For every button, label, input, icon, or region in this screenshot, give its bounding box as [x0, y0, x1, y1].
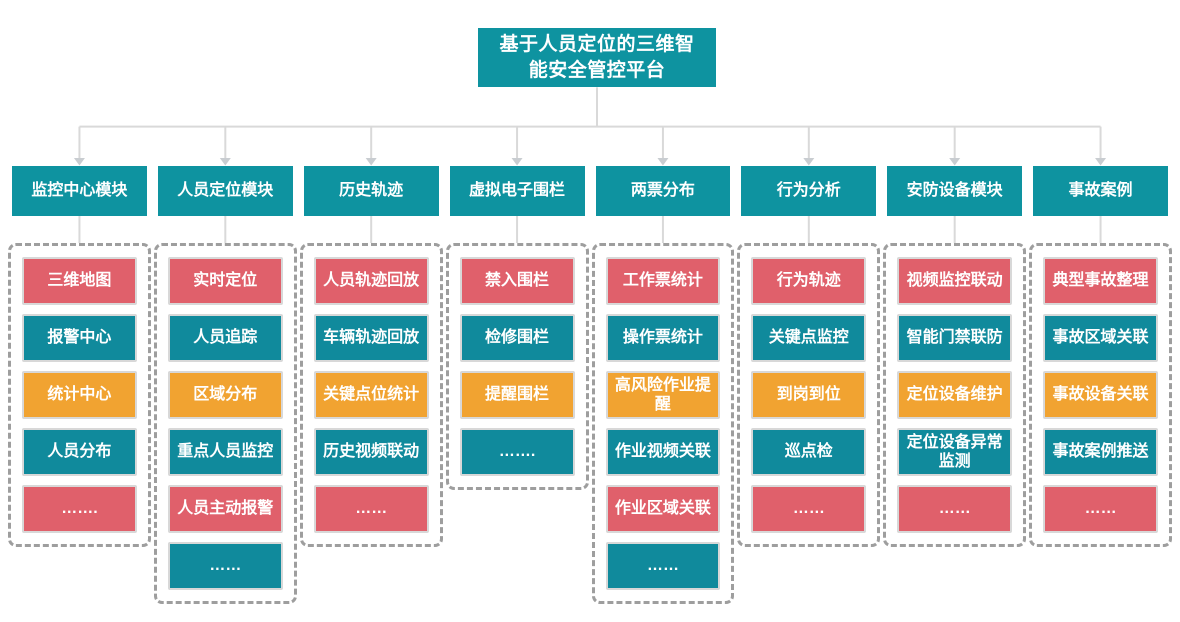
module-items-group: 三维地图报警中心统计中心人员分布 ……. — [8, 243, 151, 547]
module-item: 车辆轨迹回放 — [313, 314, 429, 362]
module-column: 监控中心模块三维地图报警中心统计中心人员分布 ……. — [8, 166, 151, 547]
module-item: 提醒围栏 — [459, 371, 575, 419]
module-item: 作业视频关联 — [605, 428, 721, 476]
module-item: 历史视频联动 — [313, 428, 429, 476]
module-items-group: 人员轨迹回放车辆轨迹回放关键点位统计历史视频联动 …… — [299, 243, 443, 547]
module-header: 虚拟电子围栏 — [449, 166, 585, 216]
module-item: …… — [751, 485, 867, 533]
module-item: 工作票统计 — [605, 257, 721, 305]
module-column: 两票分布工作票统计操作票统计高风险作业提醒作业视频关联作业区域关联 …… — [591, 166, 735, 604]
module-item: 事故设备关联 — [1043, 371, 1158, 419]
columns-row: 监控中心模块三维地图报警中心统计中心人员分布 ……. 人员定位模块实时定位人员追踪区… — [8, 166, 1172, 604]
module-item: 重点人员监控 — [167, 428, 283, 476]
module-item: ……. — [22, 485, 137, 533]
module-item: ……. — [459, 428, 575, 476]
root-node: 基于人员定位的三维智能安全管控平台 — [478, 28, 716, 88]
arrow-down-icon — [73, 158, 85, 166]
module-column: 安防设备模块视频监控联动智能门禁联防定位设备维护定位设备异常监测 …… — [883, 166, 1027, 547]
module-item: …… — [313, 485, 429, 533]
module-items-group: 视频监控联动智能门禁联防定位设备维护定位设备异常监测 …… — [883, 243, 1027, 547]
arrow-down-icon — [803, 158, 815, 166]
root-title: 基于人员定位的三维智能安全管控平台 — [499, 34, 695, 81]
module-item: 高风险作业提醒 — [605, 371, 721, 419]
module-item: 关键点监控 — [751, 314, 867, 362]
module-item: 禁入围栏 — [459, 257, 575, 305]
module-header: 监控中心模块 — [12, 166, 147, 216]
module-item: 操作票统计 — [605, 314, 721, 362]
module-column: 人员定位模块实时定位人员追踪区域分布重点人员监控人员主动报警 …… — [153, 166, 297, 604]
arrow-down-icon — [949, 158, 961, 166]
module-header: 历史轨迹 — [303, 166, 439, 216]
module-header: 事故案例 — [1033, 166, 1168, 216]
module-item: 人员轨迹回放 — [313, 257, 429, 305]
module-item: 检修围栏 — [459, 314, 575, 362]
module-item: 定位设备异常监测 — [897, 428, 1013, 476]
module-header: 人员定位模块 — [157, 166, 293, 216]
module-items-group: 禁入围栏检修围栏提醒围栏 ……. — [445, 243, 589, 490]
module-column: 事故案例典型事故整理事故区域关联事故设备关联事故案例推送 …… — [1029, 166, 1172, 547]
module-item: 三维地图 — [22, 257, 137, 305]
module-header: 两票分布 — [595, 166, 731, 216]
module-item: 作业区域关联 — [605, 485, 721, 533]
module-column: 历史轨迹人员轨迹回放车辆轨迹回放关键点位统计历史视频联动 …… — [299, 166, 443, 547]
module-item: 定位设备维护 — [897, 371, 1013, 419]
module-item: 区域分布 — [167, 371, 283, 419]
module-item: 到岗到位 — [751, 371, 867, 419]
module-item: 典型事故整理 — [1043, 257, 1158, 305]
module-header: 行为分析 — [741, 166, 877, 216]
arrow-down-icon — [219, 158, 231, 166]
module-item: 人员分布 — [22, 428, 137, 476]
arrow-down-icon — [1095, 158, 1107, 166]
arrow-down-icon — [657, 158, 669, 166]
module-header: 安防设备模块 — [887, 166, 1023, 216]
module-item: 巡点检 — [751, 428, 867, 476]
module-item: 行为轨迹 — [751, 257, 867, 305]
module-item: 报警中心 — [22, 314, 137, 362]
module-items-group: 工作票统计操作票统计高风险作业提醒作业视频关联作业区域关联 …… — [591, 243, 735, 604]
module-item: 人员主动报警 — [167, 485, 283, 533]
arrow-down-icon — [365, 158, 377, 166]
module-item: 智能门禁联防 — [897, 314, 1013, 362]
module-items-group: 实时定位人员追踪区域分布重点人员监控人员主动报警 …… — [153, 243, 297, 604]
module-item: 统计中心 — [22, 371, 137, 419]
module-item: …… — [1043, 485, 1158, 533]
module-column: 虚拟电子围栏禁入围栏检修围栏提醒围栏 ……. — [445, 166, 589, 490]
module-items-group: 行为轨迹关键点监控到岗到位巡点检 …… — [737, 243, 881, 547]
module-item: 事故案例推送 — [1043, 428, 1158, 476]
module-item: 视频监控联动 — [897, 257, 1013, 305]
module-item: 人员追踪 — [167, 314, 283, 362]
module-item: 实时定位 — [167, 257, 283, 305]
module-item: …… — [167, 542, 283, 590]
module-item: …… — [897, 485, 1013, 533]
module-column: 行为分析行为轨迹关键点监控到岗到位巡点检 …… — [737, 166, 881, 547]
module-item: …… — [605, 542, 721, 590]
arrow-down-icon — [511, 158, 523, 166]
module-item: 关键点位统计 — [313, 371, 429, 419]
module-item: 事故区域关联 — [1043, 314, 1158, 362]
module-items-group: 典型事故整理事故区域关联事故设备关联事故案例推送 …… — [1029, 243, 1172, 547]
